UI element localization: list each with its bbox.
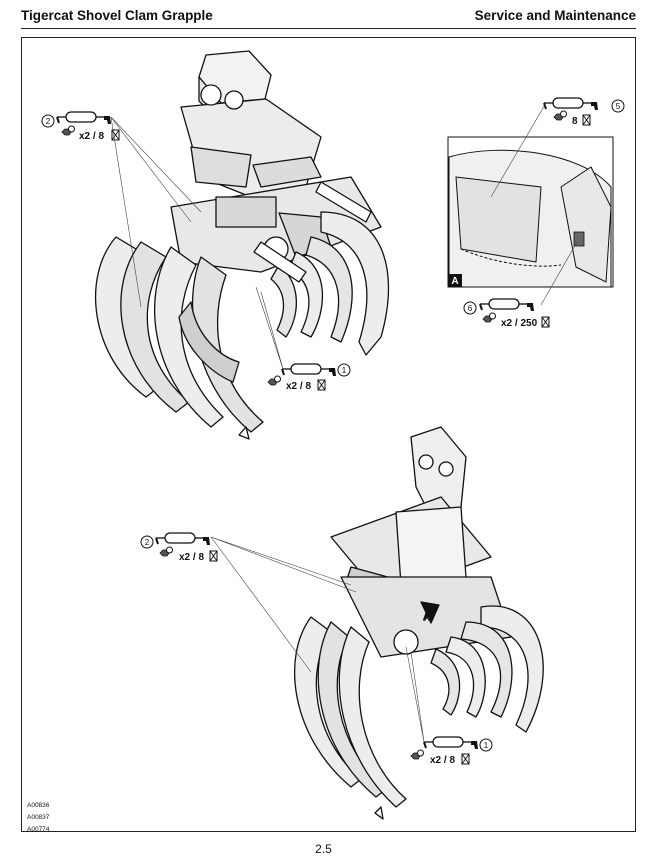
callout-5: 5 8: [490, 97, 625, 198]
detail-arrow-label: A: [423, 612, 430, 623]
callout-number: 6: [468, 304, 473, 313]
page-number: 2.5: [315, 842, 332, 856]
grease-spec: x2 / 8: [430, 755, 455, 766]
figure-code: A00836: [27, 802, 50, 809]
grease-spec: 8: [572, 116, 578, 127]
grease-fitting-icon: [61, 125, 75, 136]
callout-2-top: 2 x2 / 8: [41, 111, 202, 308]
callout-2-bottom: 2 x2 / 8: [140, 532, 357, 673]
grease-gun-icon: [423, 736, 479, 750]
top-grapple-drawing: [94, 50, 389, 440]
figure-code: A00774: [27, 826, 50, 833]
callout-number: 1: [484, 741, 489, 750]
grapple-illustrations: 2 x2 / 8 1 x2 / 8 A 5 8: [41, 50, 625, 820]
callout-number: 2: [46, 117, 51, 126]
grease-gun-icon: [56, 111, 112, 125]
grease-spec: x2 / 8: [179, 552, 204, 563]
hour-interval-icon: [461, 753, 470, 765]
section-title: Service and Maintenance: [474, 8, 636, 23]
grease-fitting-icon: [267, 375, 281, 386]
callout-number: 1: [342, 366, 347, 375]
detail-label-a: A: [451, 276, 458, 287]
callout-1-bottom: 1 x2 / 8: [405, 646, 493, 766]
callout-number: 5: [616, 102, 621, 111]
hour-interval-icon: [541, 316, 550, 328]
header-rule: [21, 28, 636, 29]
figure-code: A00837: [27, 814, 50, 821]
grease-fitting-icon: [159, 546, 173, 557]
hour-interval-icon: [209, 550, 218, 562]
hour-interval-icon: [582, 114, 591, 126]
grease-spec: x2 / 250: [501, 318, 538, 329]
hour-interval-icon: [317, 379, 326, 391]
grease-fitting-icon: [553, 110, 567, 121]
callout-1-top: 1 x2 / 8: [255, 286, 351, 392]
grease-spec: x2 / 8: [79, 131, 104, 142]
grease-fitting-icon: [410, 749, 424, 760]
document-title: Tigercat Shovel Clam Grapple: [21, 8, 213, 23]
detail-inset-a: A: [447, 136, 614, 288]
grease-spec: x2 / 8: [286, 381, 311, 392]
grease-gun-icon: [155, 532, 211, 546]
grease-gun-icon: [543, 97, 599, 111]
callout-6: 6 x2 / 250: [463, 241, 578, 329]
callout-number: 2: [145, 538, 150, 547]
grease-gun-icon: [479, 298, 535, 312]
grease-gun-icon: [281, 363, 337, 377]
figure-codes: A00836 A00837 A00774: [27, 800, 49, 836]
grease-fitting-icon: [482, 312, 496, 323]
figure-frame: [21, 37, 636, 832]
bottom-grapple-drawing: A: [294, 426, 544, 820]
